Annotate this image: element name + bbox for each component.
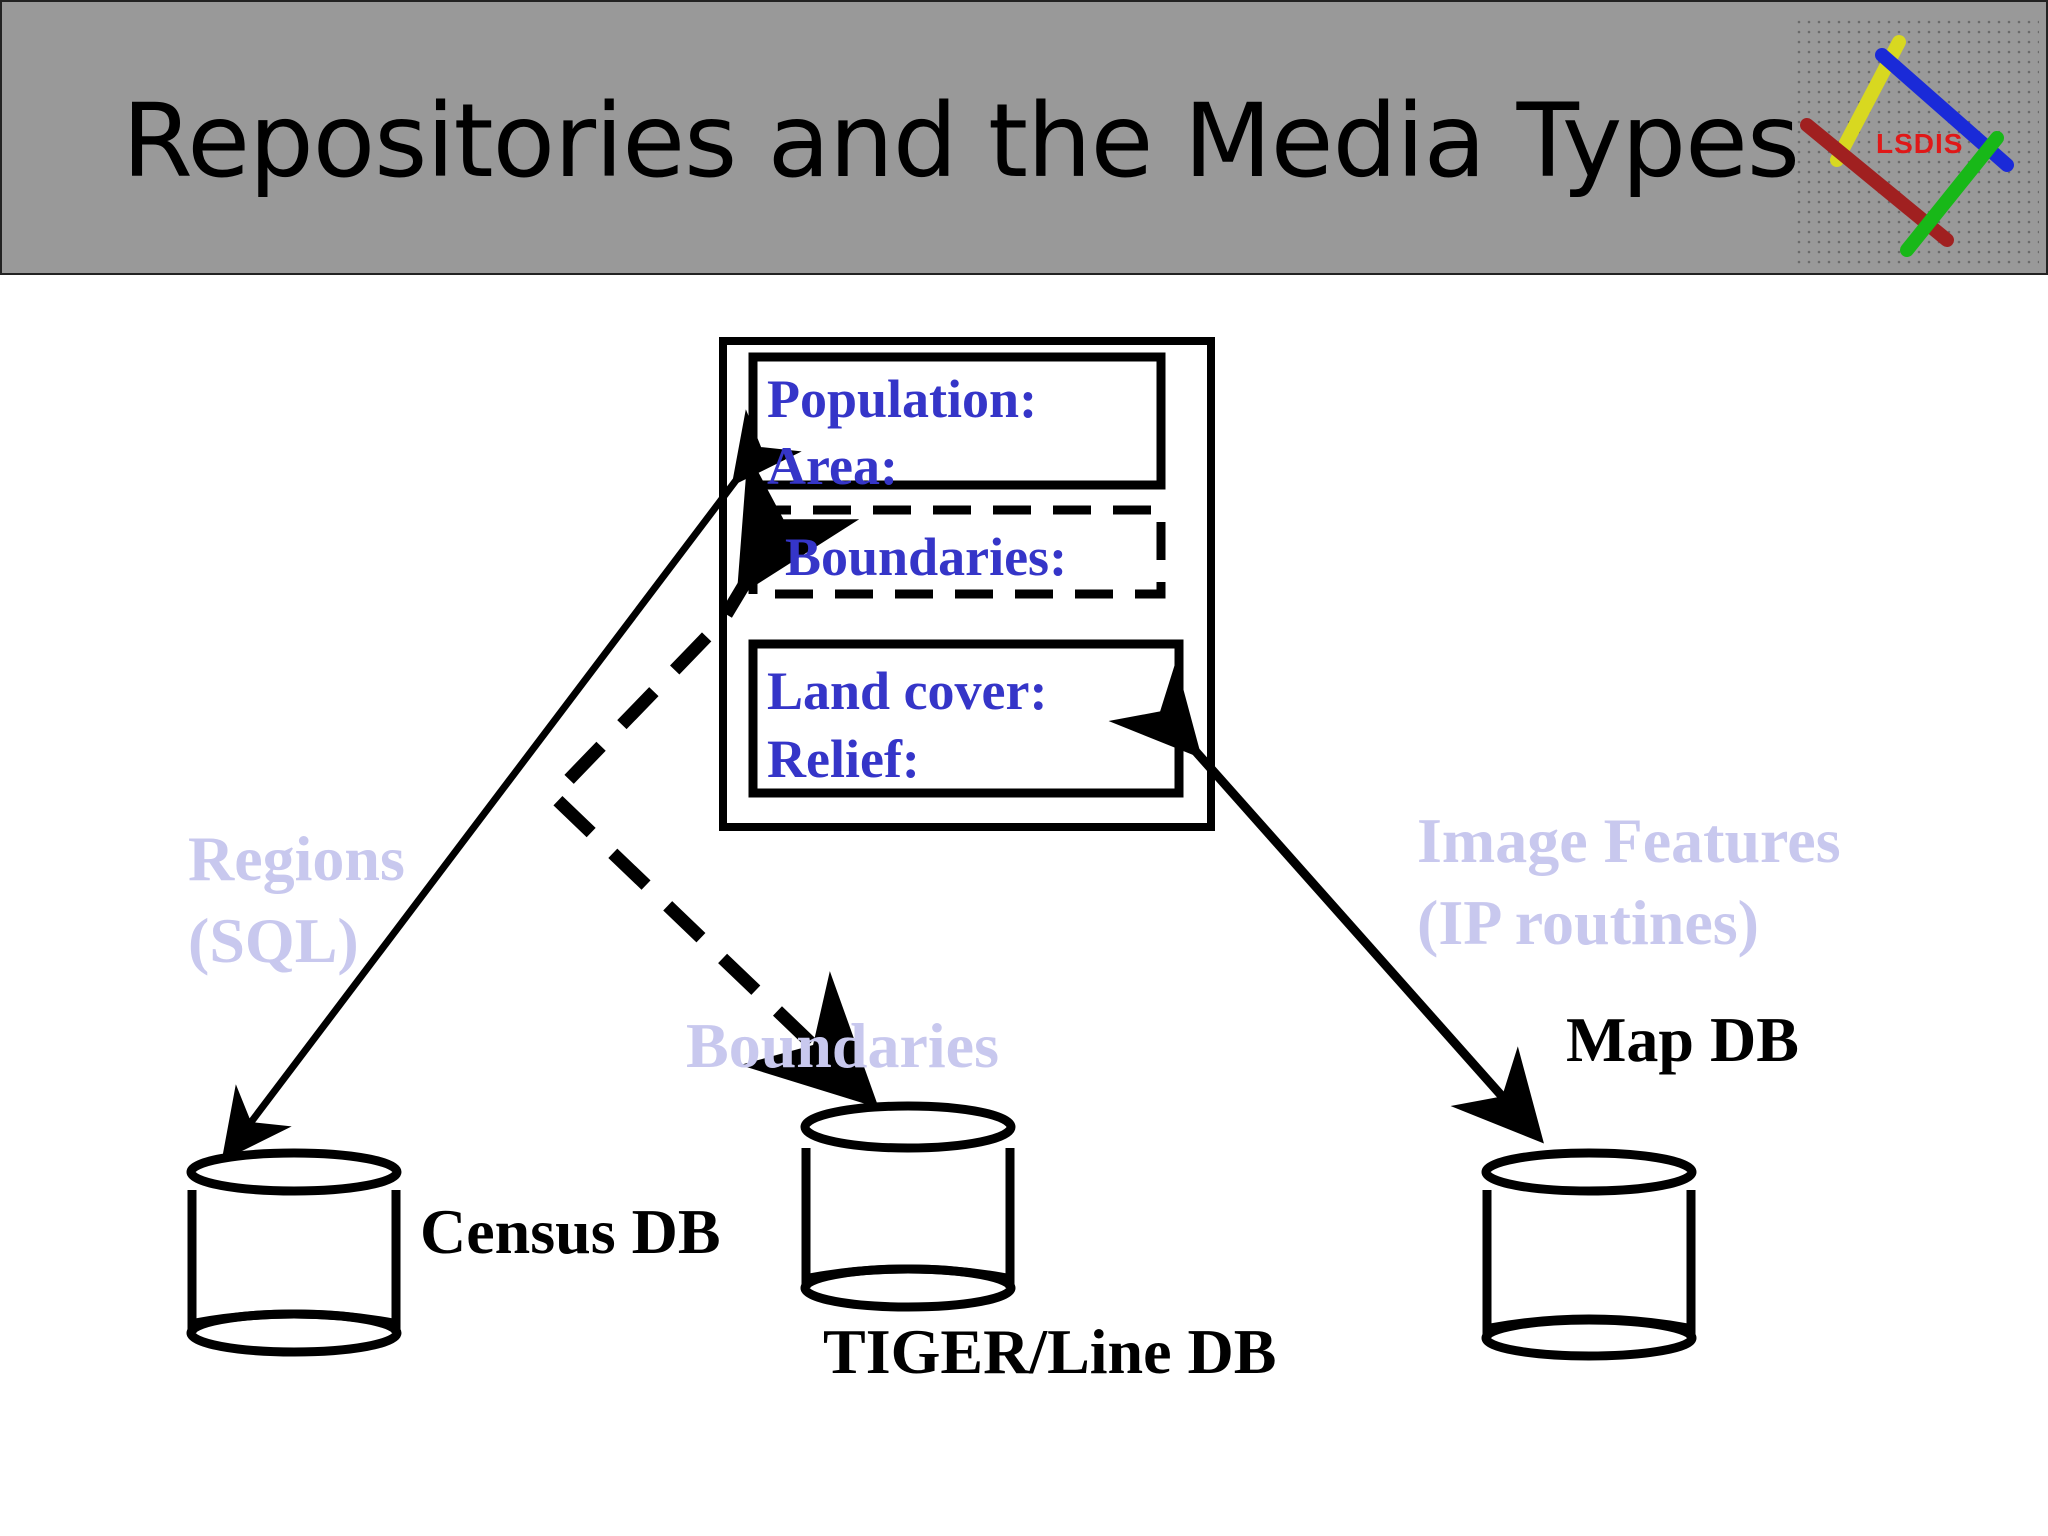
slide-header [0, 0, 2048, 275]
image-features-label: Image Features [1417, 805, 1841, 876]
tiger-db-label: TIGER/Line DB [823, 1316, 1277, 1387]
regions-label: Regions [188, 823, 405, 894]
logo-text: LSDIS [1876, 128, 1964, 159]
population-label: Population: [767, 369, 1038, 429]
map-db-cylinder [1481, 1148, 1697, 1361]
regions-sql-label: (SQL) [188, 905, 359, 976]
boundaries-box [748, 505, 1166, 599]
map-db-label: Map DB [1566, 1004, 1799, 1075]
ip-routines-label: (IP routines) [1417, 887, 1759, 958]
regions-arrow [221, 409, 802, 1162]
relief-label: Relief: [767, 729, 920, 789]
tiger-db-cylinder [800, 1101, 1016, 1312]
land-cover-label: Land cover: [767, 661, 1048, 721]
boundaries-edge-label: Boundaries [686, 1010, 999, 1081]
area-label: Area: [767, 436, 898, 485]
boundaries-arrow [543, 452, 879, 1108]
census-db-label: Census DB [420, 1196, 721, 1267]
slide-title: Repositories and the Media Types [122, 82, 1800, 201]
census-db-cylinder [186, 1148, 402, 1357]
lsdis-logo [1797, 20, 2039, 265]
image-features-arrow [1108, 661, 1544, 1144]
boundaries-field-label: Boundaries: [785, 527, 1068, 587]
